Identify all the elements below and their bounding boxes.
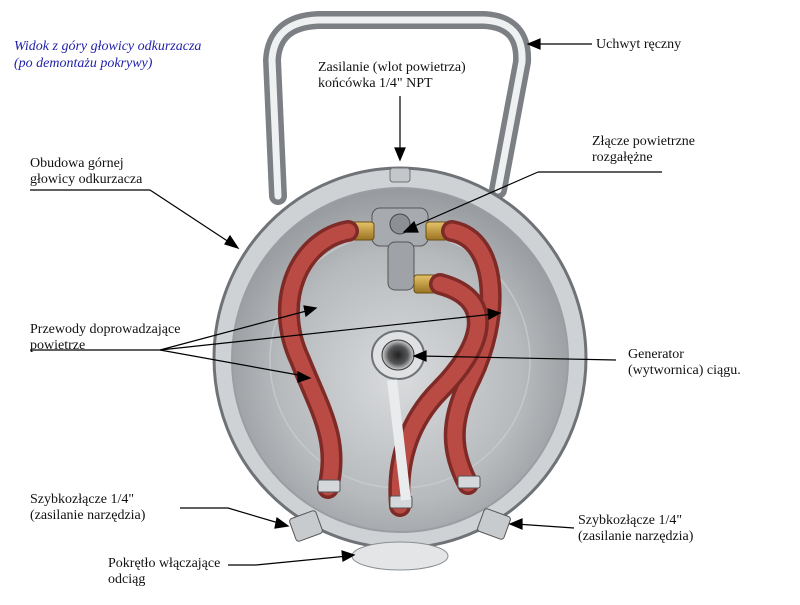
air-hoses [277,220,502,517]
diagram-caption: Widok z góry głowicy odkurzacza (po demo… [14,39,202,71]
suction-generator [371,330,425,501]
label-air-inlet: Zasilanie (wlot powietrza) końcówka 1/4"… [318,60,466,91]
quick-coupler-left [289,510,323,542]
air-inlet-nipple [389,167,411,183]
label-coupler-right: Szybkozłącze 1/4" (zasilanie narzędzia) [578,513,694,544]
label-hand-grip: Uchwyt ręczny [596,37,682,52]
label-housing: Obudowa górnej głowicy odkurzacza [30,156,143,187]
label-splitter: Złącze powietrzne rozgałężne [592,134,695,165]
quick-coupler-right [477,508,511,540]
hand-grip [263,11,532,205]
leader-lines [30,38,662,566]
suction-knob [351,541,449,571]
label-coupler-left: Szybkozłącze 1/4" (zasilanie narzędzia) [30,492,146,523]
label-suction-knob: Pokrętło włączające odciąg [108,556,221,587]
label-air-hoses: Przewody doprowadzające powietrze [30,322,181,353]
label-generator: Generator (wytwornica) ciągu. [628,347,741,378]
